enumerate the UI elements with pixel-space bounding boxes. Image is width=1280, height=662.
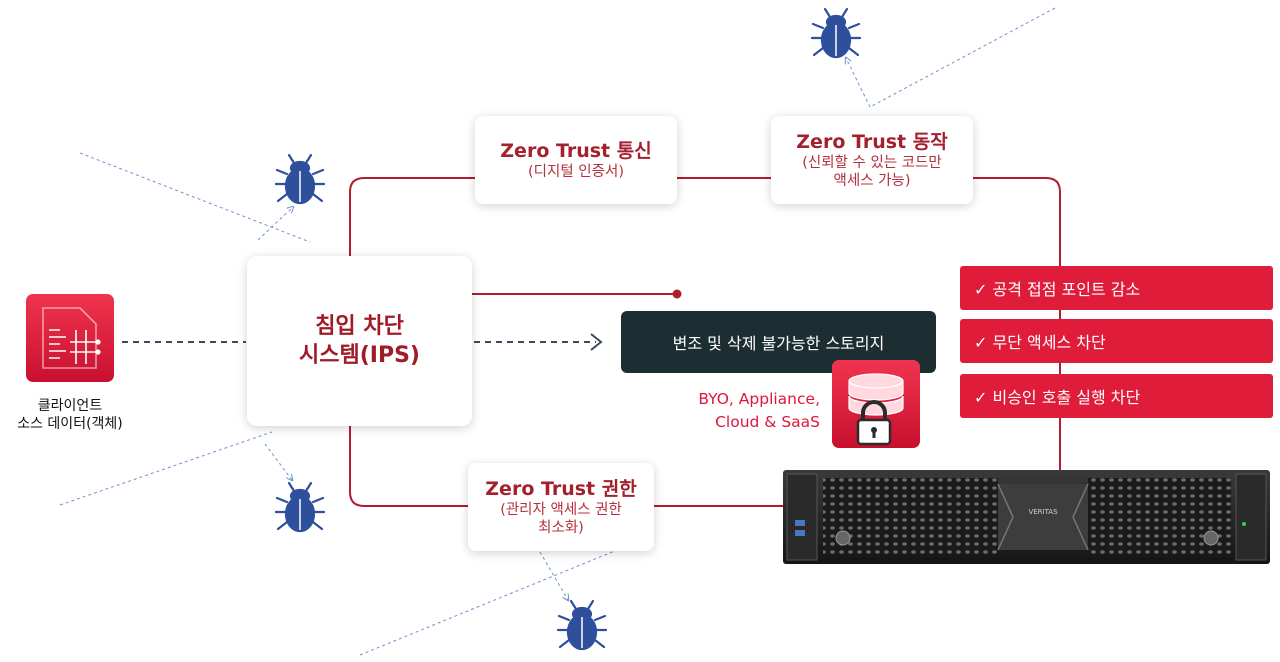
appliance-brand-text: VERITAS <box>1028 508 1058 516</box>
threat-vector-6 <box>539 551 568 600</box>
flow-arrow-head <box>590 333 603 351</box>
threat-vector-8 <box>846 58 871 108</box>
zt-action-subtitle-line1: (신뢰할 수 있는 코드만 <box>802 155 942 171</box>
data-file-icon <box>26 294 114 382</box>
client-label-line1: 클라이언트 <box>37 398 103 414</box>
bug-icon <box>810 6 862 62</box>
benefit-block-unauthorized-access: ✓ 무단 액세스 차단 <box>960 319 1273 363</box>
benefit-reduce-attack-surface: ✓ 공격 접점 포인트 감소 <box>960 266 1273 310</box>
client-label: 클라이언트 소스 데이터(객체) <box>0 397 140 433</box>
top-link-line <box>349 177 1061 470</box>
threat-vector-3 <box>59 431 273 506</box>
benefit-block-unapproved-calls: ✓ 비승인 호출 실행 차단 <box>960 374 1273 418</box>
deployment-options-line1: BYO, Appliance, <box>698 390 820 408</box>
threat-vector-5 <box>359 547 623 656</box>
deployment-options-line2: Cloud & SaaS <box>715 413 820 431</box>
zt-action-card: Zero Trust 동작 (신뢰할 수 있는 코드만 액세스 가능) <box>771 116 973 204</box>
zt-action-subtitle-line2: 액세스 가능) <box>833 173 911 189</box>
zt-communication-card: Zero Trust 통신 (디지털 인증서) <box>475 116 677 204</box>
threat-vector-2 <box>257 207 293 241</box>
zt-authority-title: Zero Trust 권한 <box>485 478 637 500</box>
locked-database-icon <box>832 360 920 448</box>
benefit-label: ✓ 공격 접점 포인트 감소 <box>974 280 1141 299</box>
zt-communication-subtitle: (디지털 인증서) <box>528 164 624 180</box>
threat-vector-7 <box>869 7 1056 108</box>
bug-icon <box>274 152 326 208</box>
zt-communication-title: Zero Trust 통신 <box>500 140 652 162</box>
ips-card: 침입 차단 시스템(IPS) <box>247 256 472 426</box>
bug-icon <box>556 598 608 654</box>
storage-link-dot <box>672 289 682 299</box>
immutable-storage-label: 변조 및 삭제 불가능한 스토리지 <box>672 334 885 353</box>
ips-title-line1: 침입 차단 <box>315 314 404 339</box>
zt-authority-subtitle-line2: 최소화) <box>538 520 584 536</box>
zt-authority-subtitle-line1: (관리자 액세스 권한 <box>500 502 622 518</box>
zt-authority-card: Zero Trust 권한 (관리자 액세스 권한 최소화) <box>468 463 654 551</box>
client-label-line2: 소스 데이터(객체) <box>17 416 123 432</box>
zt-action-title: Zero Trust 동작 <box>796 131 948 153</box>
threat-vector-4 <box>264 443 292 480</box>
bug-icon <box>274 480 326 536</box>
ips-title-line2: 시스템(IPS) <box>299 343 420 368</box>
bottom-link-line <box>349 426 790 507</box>
server-appliance-icon: VERITAS <box>783 468 1270 598</box>
benefit-label: ✓ 무단 액세스 차단 <box>974 333 1106 352</box>
deployment-options: BYO, Appliance, Cloud & SaaS <box>670 388 820 434</box>
benefit-label: ✓ 비승인 호출 실행 차단 <box>974 388 1141 407</box>
